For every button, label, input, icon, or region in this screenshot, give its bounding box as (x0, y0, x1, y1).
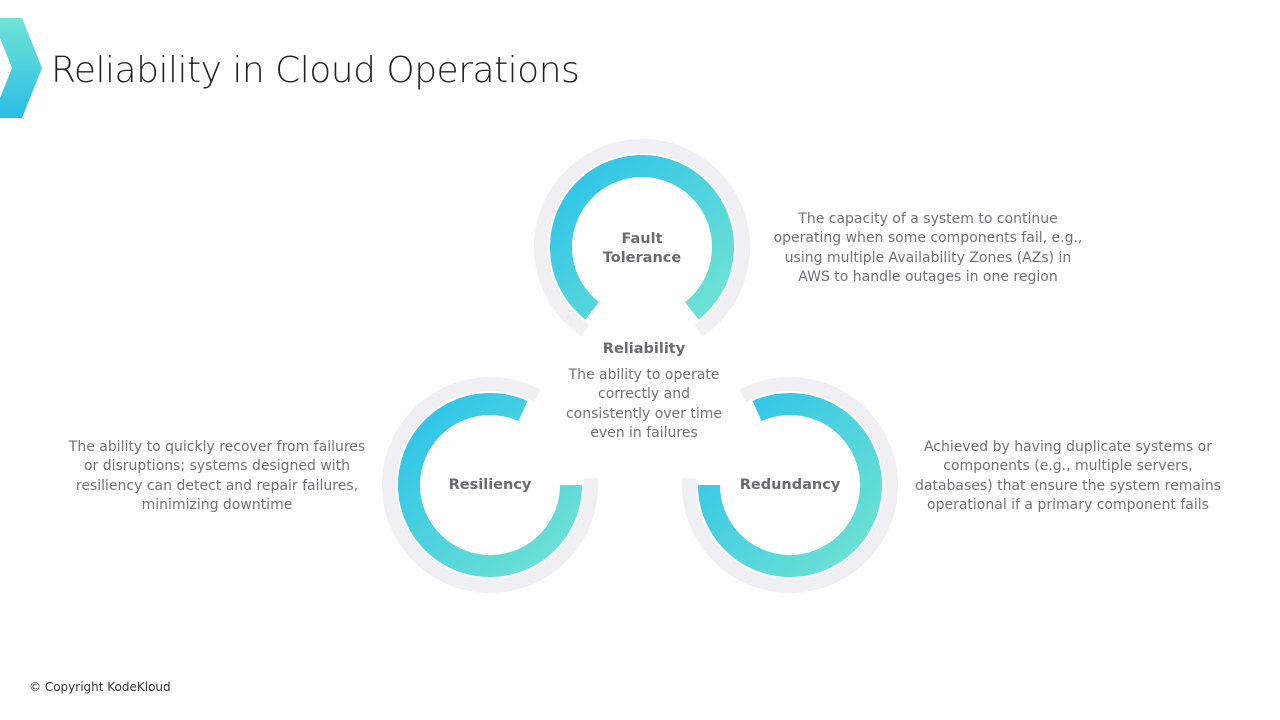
redundancy-label: Redundancy (739, 477, 841, 493)
label-line: Fault (621, 231, 663, 247)
fault-tolerance-description: The capacity of a system to continue ope… (773, 211, 1083, 285)
resiliency-ring-halo (382, 377, 598, 593)
resiliency-ring (398, 393, 582, 577)
page-title: Reliability in Cloud Operations (51, 50, 580, 91)
fault-tolerance-ring-halo (534, 139, 750, 337)
redundancy-ring-halo (682, 377, 898, 593)
fault-tolerance-label: Fault Tolerance (582, 230, 702, 268)
resiliency-description: The ability to quickly recover from fail… (68, 439, 366, 513)
reliability-label: Reliability (602, 341, 686, 357)
label-line: Tolerance (602, 250, 682, 266)
kodekloud-logo-icon (0, 18, 42, 118)
reliability-description: The ability to operate correctly and con… (565, 367, 722, 441)
resiliency-label: Resiliency (448, 477, 532, 493)
copyright-footer: © Copyright KodeKloud (29, 680, 171, 694)
fault-tolerance-ring (550, 155, 734, 320)
redundancy-description: Achieved by having duplicate systems or … (915, 439, 1221, 513)
redundancy-ring (698, 393, 882, 577)
